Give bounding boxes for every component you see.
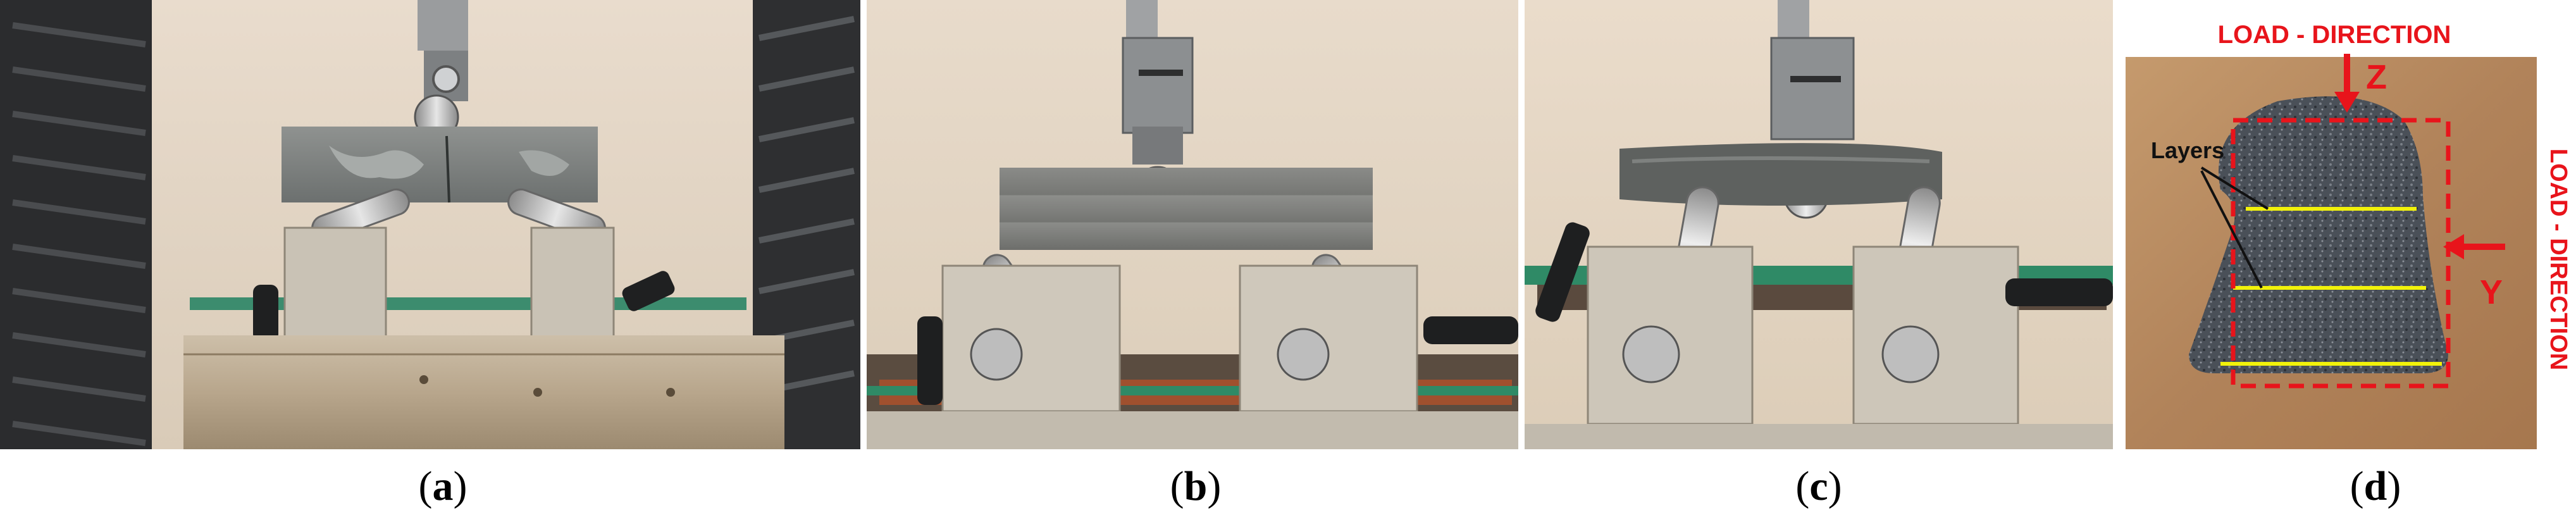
caption-letter-c: c [1809,463,1828,509]
axis-z-label: Z [2366,58,2387,96]
load-direction-side-label: LOAD - DIRECTION [2545,149,2572,370]
z-arrowhead-icon [2334,92,2360,113]
load-direction-top-label: LOAD - DIRECTION [2218,21,2451,49]
photo-panel-a [0,0,860,449]
photo-b-three-point-bending-printed-beam [867,0,1518,449]
photo-d-beam-cross-section: LOAD - DIRECTION Z Y Layers LOAD - DIREC… [2126,21,2572,449]
layers-leader-line-1 [2200,166,2269,210]
axis-y-label: Y [2480,273,2503,311]
photo-panel-b [867,0,1518,449]
layers-leader-line-2 [2200,170,2263,289]
caption-letter-b: b [1184,463,1208,509]
photo-panel-c [1525,0,2113,449]
caption-letter-a: a [432,463,454,509]
section-bounding-box [2231,118,2451,388]
layers-label: Layers [2151,137,2224,163]
photo-panel-d: LOAD - DIRECTION Z Y Layers LOAD - DIREC… [2126,0,2576,449]
photo-a-three-point-bending-concrete-beam [0,0,860,449]
caption-a: (a) [418,463,468,509]
beam-cross-section [2189,96,2448,373]
caption-d: (d) [2350,463,2401,509]
caption-letter-d: d [2363,463,2387,509]
photo-c-three-point-bending-printed-beam-closeup [1525,0,2113,449]
caption-b: (b) [1170,463,1222,509]
y-arrowhead-icon [2443,234,2464,259]
caption-c: (c) [1795,463,1842,509]
